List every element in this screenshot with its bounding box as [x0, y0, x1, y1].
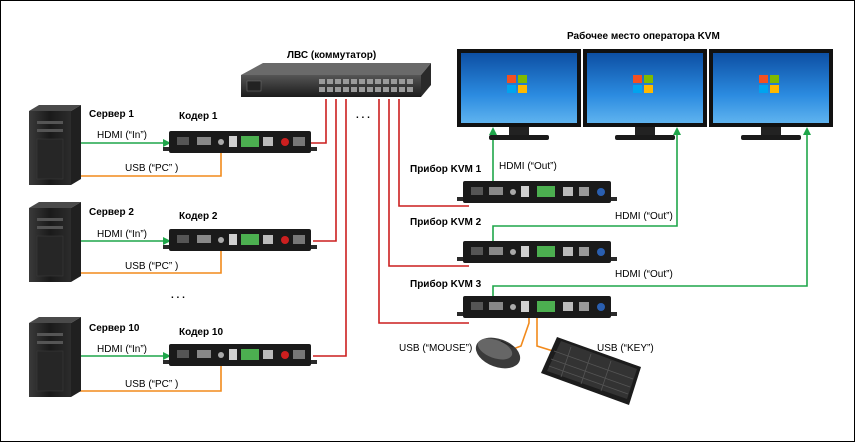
encoder-device-1: [163, 131, 317, 153]
kvm-label-1: Прибор KVM 1: [410, 163, 482, 175]
usb-pc-label-2: USB (“PC” ): [125, 261, 178, 272]
usb-key-cable: [536, 306, 554, 352]
lan-cable-kvm-1: [398, 99, 469, 207]
windows-logo-icon: [759, 75, 779, 93]
hdmi-in-label-2: HDMI (“In”): [97, 229, 147, 240]
lan-cable-kvm-2: [388, 99, 469, 267]
usb-pc-10: [79, 366, 222, 392]
arrow-monitor-2: [673, 127, 681, 135]
arrow-encoder-10: [163, 352, 171, 360]
hdmi-out-label-3: HDMI (“Out”): [615, 269, 673, 280]
lan-cables: [311, 99, 469, 357]
server-tower-2: [29, 202, 81, 282]
servers-ellipsis: . . .: [171, 290, 185, 301]
server-tower-1: [29, 105, 81, 185]
kvm-device-1: [457, 181, 617, 203]
hdmi-cables: [79, 131, 808, 357]
hdmi-out-label-1: HDMI (“Out”): [499, 161, 557, 172]
hdmi-arrowheads: [163, 127, 811, 360]
encoder-label-2: Кодер 2: [179, 211, 218, 222]
usb-pc-label-1: USB (“PC” ): [125, 163, 178, 174]
monitor-1: [457, 49, 581, 140]
encoder-label-10: Кодер 10: [179, 327, 223, 338]
lan-cable-kvm-3: [378, 99, 469, 324]
hdmi-in-label-10: HDMI (“In”): [97, 344, 147, 355]
arrow-monitor-3: [803, 127, 811, 135]
encoder-device-10: [163, 344, 317, 366]
hdmi-out-label-2: HDMI (“Out”): [615, 211, 673, 222]
usb-pc-1: [79, 151, 222, 177]
server-tower-10: [29, 317, 81, 397]
server-label-1: Сервер 1: [89, 109, 134, 120]
usb-mouse-label: USB (“MOUSE”): [399, 343, 472, 354]
operator-workstation-title: Рабочее место оператора KVM: [567, 30, 720, 42]
arrow-monitor-1: [489, 127, 497, 135]
kvm-label-2: Прибор KVM 2: [410, 216, 482, 228]
switch-ellipsis: . . .: [356, 110, 370, 121]
kvm-device-2: [457, 241, 617, 263]
usb-pc-label-10: USB (“PC” ): [125, 379, 178, 390]
lan-cable-encoder-1: [311, 99, 327, 144]
monitor-3: [709, 49, 833, 140]
server-label-10: Сервер 10: [89, 323, 140, 334]
kvm-label-3: Прибор KVM 3: [410, 278, 482, 290]
usb-pc-2: [79, 251, 222, 274]
server-label-2: Сервер 2: [89, 207, 134, 218]
monitor-2: [583, 49, 707, 140]
keyboard-icon: [541, 337, 641, 405]
hdmi-out-3: [492, 131, 808, 301]
hdmi-in-label-1: HDMI (“In”): [97, 130, 147, 141]
usb-key-label: USB (“KEY”): [597, 343, 654, 354]
windows-logo-icon: [507, 75, 527, 93]
lan-cable-encoder-10: [313, 99, 347, 357]
encoder-label-1: Кодер 1: [179, 111, 218, 122]
windows-logo-icon: [633, 75, 653, 93]
arrow-encoder-1: [163, 139, 171, 147]
network-switch: [241, 63, 431, 97]
lan-cable-encoder-2: [313, 99, 337, 242]
encoder-device-2: [163, 229, 317, 251]
mouse-icon: [475, 337, 521, 369]
kvm-device-3: [457, 296, 617, 318]
switch-label: ЛВС (коммутатор): [287, 50, 376, 61]
arrow-encoder-2: [163, 237, 171, 245]
hdmi-out-2: [492, 131, 678, 246]
